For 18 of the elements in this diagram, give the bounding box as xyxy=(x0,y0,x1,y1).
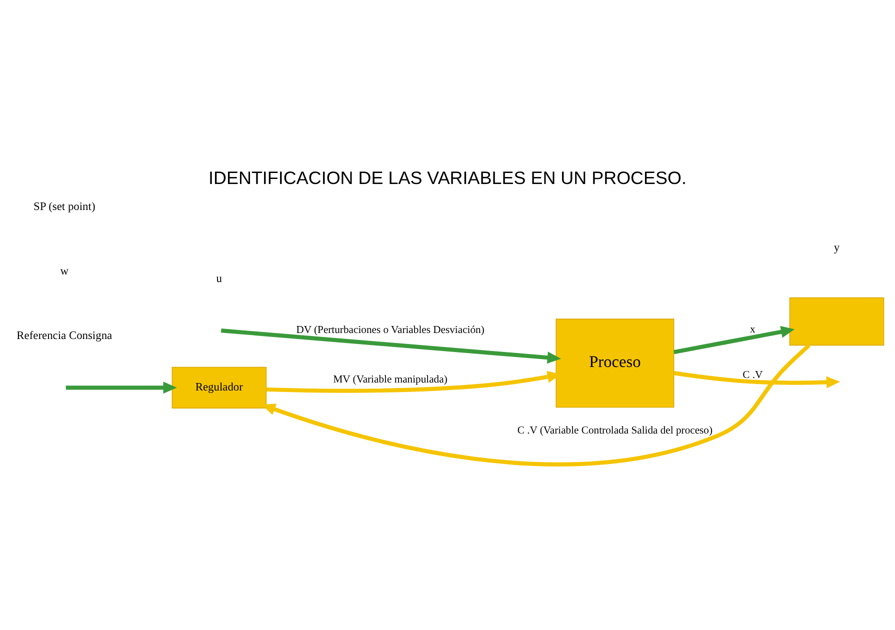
label: SP (set point) xyxy=(33,200,96,213)
label: y xyxy=(834,241,840,254)
edge-label: MV (Variable manipulada) xyxy=(333,374,448,385)
node-box: Regulador xyxy=(172,366,267,408)
edge-label: C .V (Variable Controlada Salida del proceso) xyxy=(517,425,713,436)
edge-label: DV (Perturbaciones o Variables Desviación) xyxy=(296,324,484,336)
arrow xyxy=(66,381,177,394)
arrow xyxy=(220,328,562,364)
label: Referencia Consigna xyxy=(16,330,112,342)
label: u xyxy=(216,272,222,285)
arrow xyxy=(674,325,795,354)
node-box xyxy=(789,296,884,346)
edge-label: C .V xyxy=(742,370,763,381)
diagram-title: IDENTIFICACION DE LAS VARIABLES EN UN PROCESO. xyxy=(208,167,686,188)
arrow xyxy=(674,370,840,388)
label: w xyxy=(60,265,68,278)
node-box: Proceso xyxy=(556,318,674,408)
edge-label: x xyxy=(750,324,756,335)
